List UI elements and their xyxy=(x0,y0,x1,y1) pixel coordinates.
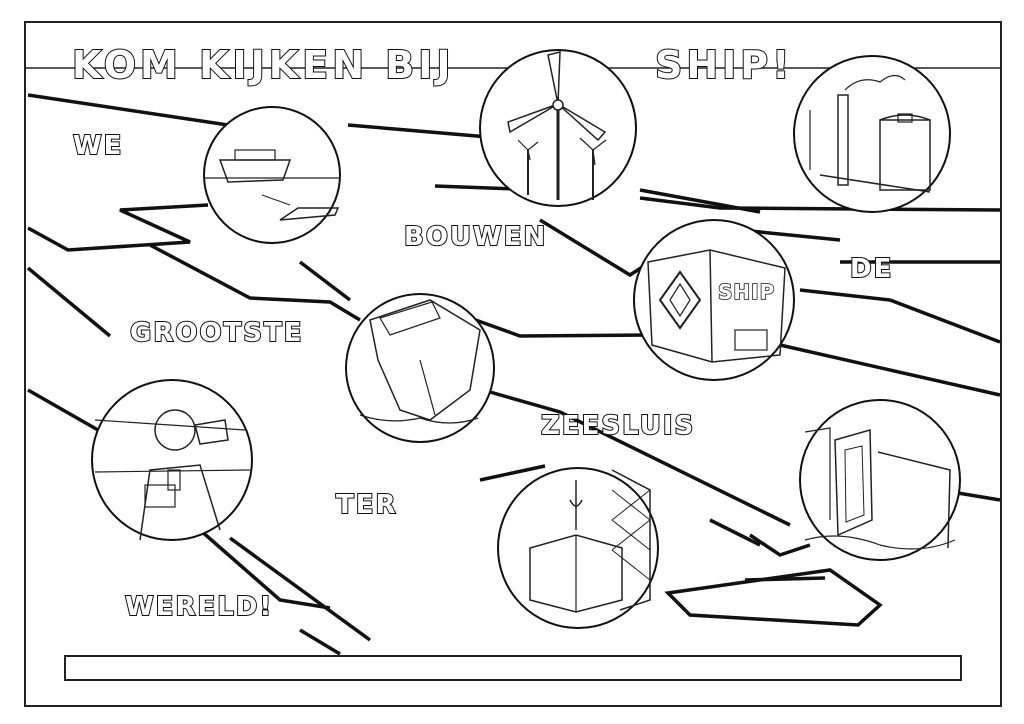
picture-ship-bow xyxy=(345,293,495,443)
word-ter: TER xyxy=(335,490,398,520)
title-kom-kijken-bij: KOM KIJKEN BIJ xyxy=(71,43,455,87)
picture-ships xyxy=(203,106,341,244)
picture-man-binoculars xyxy=(91,379,253,541)
page-border xyxy=(24,21,1002,707)
picture-factory xyxy=(793,55,951,213)
word-zeesluis: ZEESLUIS xyxy=(540,411,696,441)
word-de: DE xyxy=(849,254,894,284)
picture-lock-gates xyxy=(799,399,961,561)
word-we: WE xyxy=(72,131,124,161)
picture-wind-turbines xyxy=(479,49,637,207)
building-sign-text: SHIP xyxy=(717,280,776,304)
word-wereld: WERELD! xyxy=(124,592,274,622)
word-bouwen: BOUWEN xyxy=(403,222,548,252)
picture-crane-cargo xyxy=(497,467,659,629)
picture-ship-building xyxy=(633,219,795,381)
word-grootste: GROOTSTE xyxy=(129,318,304,348)
name-field[interactable] xyxy=(64,655,962,681)
title-ship: SHIP! xyxy=(654,43,794,87)
